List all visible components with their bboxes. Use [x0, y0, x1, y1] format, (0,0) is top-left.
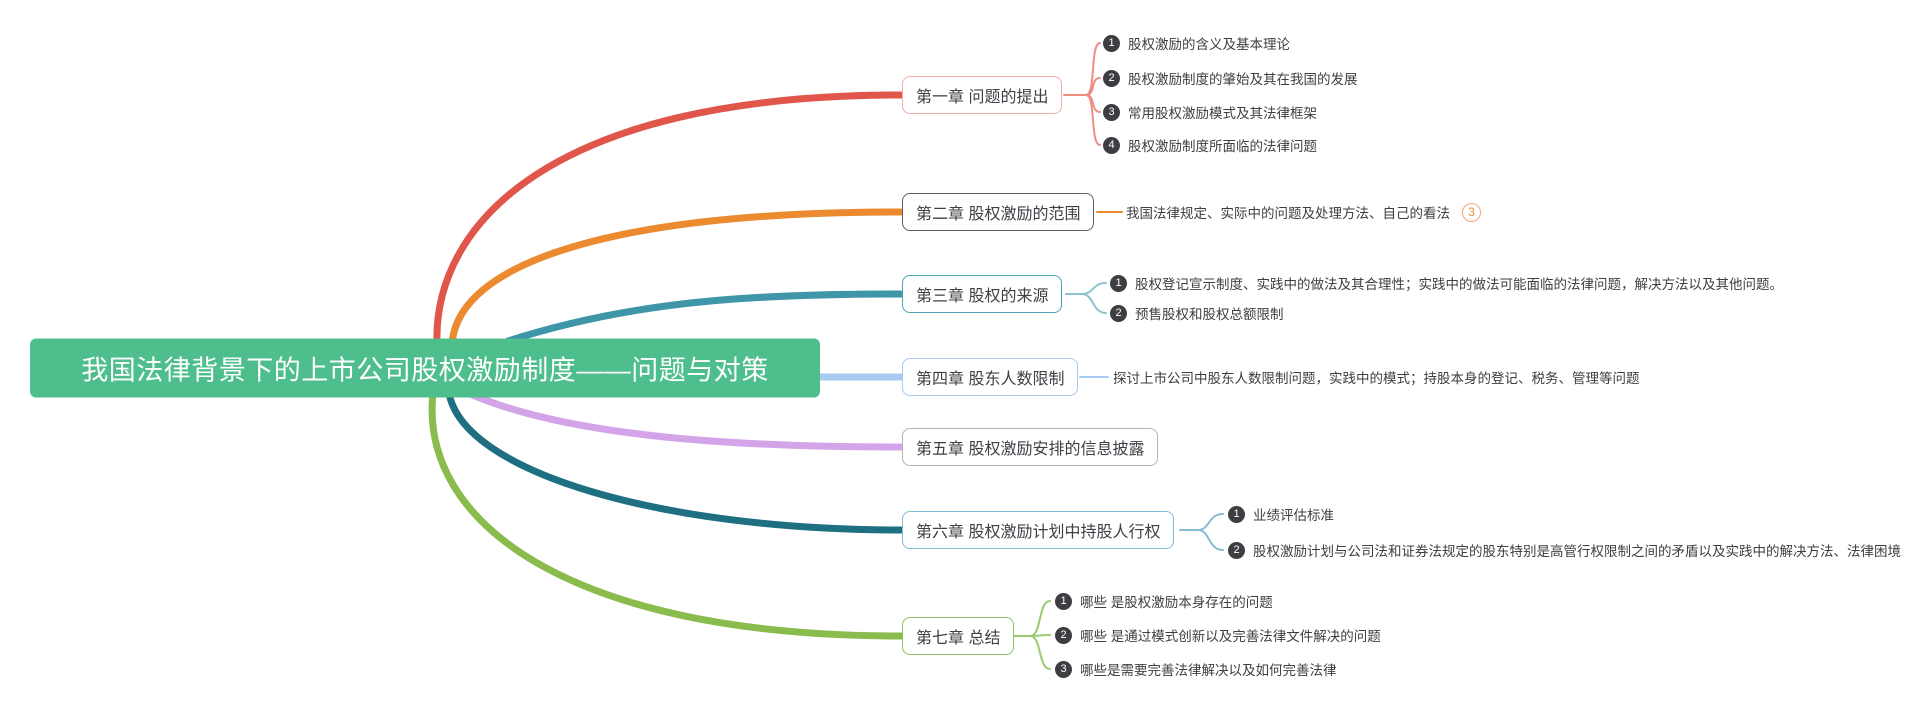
subtopic-text: 哪些是需要完善法律解决以及如何完善法律 — [1080, 663, 1337, 678]
subtopic-text: 股权登记宣示制度、实践中的做法及其合理性；实践中的做法可能面临的法律问题，解决方… — [1135, 277, 1783, 292]
subtopic-ch1-item1[interactable]: 1 股权激励的含义及基本理论 — [1103, 33, 1290, 53]
subtopic-ch6-item1[interactable]: 1 业绩评估标准 — [1228, 504, 1334, 524]
branch-line-chapter5 — [464, 389, 905, 451]
number-badge: 3 — [1055, 660, 1072, 678]
number-badge: 2 — [1228, 541, 1245, 559]
subtopic-ch7-item1[interactable]: 1 哪些 是股权激励本身存在的问题 — [1055, 591, 1273, 611]
chapter-node-2[interactable]: 第二章 股权激励的范围 — [902, 193, 1095, 231]
branch-line-chapter1 — [433, 91, 905, 348]
chapter-node-3[interactable]: 第三章 股权的来源 — [902, 275, 1063, 313]
branch-line-chapter6 — [445, 389, 905, 534]
subtopic-text: 常用股权激励模式及其法律框架 — [1128, 106, 1317, 121]
chapter-node-1[interactable]: 第一章 问题的提出 — [902, 76, 1063, 114]
subtopic-ch1-item2[interactable]: 2 股权激励制度的肇始及其在我国的发展 — [1103, 68, 1358, 88]
branch-line-chapter7 — [428, 389, 905, 640]
chapter-6-label: 第六章 股权激励计划中持股人行权 — [916, 524, 1161, 541]
subtopic-text: 股权激励的含义及基本理论 — [1128, 37, 1290, 52]
central-topic[interactable]: 我国法律背景下的上市公司股权激励制度——问题与对策 — [30, 338, 820, 398]
subtopic-ch4-item1[interactable]: 探讨上市公司中股东人数限制问题，实践中的模式；持股本身的登记、税务、管理等问题 — [1113, 367, 1640, 387]
number-badge: 2 — [1103, 69, 1120, 87]
chapter-4-label: 第四章 股东人数限制 — [916, 371, 1065, 388]
subconnector-chapter6 — [1179, 513, 1224, 551]
chapter-node-6[interactable]: 第六章 股权激励计划中持股人行权 — [902, 511, 1175, 549]
chapter-node-7[interactable]: 第七章 总结 — [902, 617, 1015, 655]
number-badge: 2 — [1110, 304, 1127, 322]
subtopic-ch3-item2[interactable]: 2 预售股权和股权总额限制 — [1110, 303, 1284, 323]
subtopic-ch2-item1[interactable]: 我国法律规定、实际中的问题及处理方法、自己的看法 3 — [1126, 202, 1481, 222]
subtopic-text: 股权激励计划与公司法和证券法规定的股东特别是高管行权限制之间的矛盾以及实践中的解… — [1253, 544, 1901, 559]
chapter-node-5[interactable]: 第五章 股权激励安排的信息披露 — [902, 428, 1159, 466]
subtopic-text: 哪些 是通过模式创新以及完善法律文件解决的问题 — [1080, 629, 1381, 644]
subtopic-text: 业绩评估标准 — [1253, 508, 1334, 523]
subtopic-text: 探讨上市公司中股东人数限制问题，实践中的模式；持股本身的登记、税务、管理等问题 — [1113, 371, 1640, 386]
chapter-1-label: 第一章 问题的提出 — [916, 89, 1049, 106]
subconnector-chapter7 — [1011, 600, 1051, 670]
number-badge: 3 — [1103, 103, 1120, 121]
number-badge: 1 — [1103, 34, 1120, 52]
central-topic-label: 我国法律背景下的上市公司股权激励制度——问题与对策 — [81, 355, 769, 386]
chapter-7-label: 第七章 总结 — [916, 630, 1001, 647]
count-badge: 3 — [1462, 202, 1481, 222]
number-badge: 1 — [1055, 592, 1072, 610]
chapter-node-4[interactable]: 第四章 股东人数限制 — [902, 358, 1079, 396]
subtopic-text: 预售股权和股权总额限制 — [1135, 307, 1284, 322]
subtopic-text: 哪些 是股权激励本身存在的问题 — [1080, 595, 1273, 610]
branch-line-chapter3 — [504, 290, 905, 345]
subtopic-ch7-item3[interactable]: 3 哪些是需要完善法律解决以及如何完善法律 — [1055, 659, 1337, 679]
number-badge: 1 — [1228, 505, 1245, 523]
subconnector-chapter3 — [1065, 282, 1107, 314]
subtopic-ch1-item3[interactable]: 3 常用股权激励模式及其法律框架 — [1103, 102, 1317, 122]
chapter-3-label: 第三章 股权的来源 — [916, 288, 1049, 305]
chapter-5-label: 第五章 股权激励安排的信息披露 — [916, 441, 1145, 458]
subtopic-ch3-item1[interactable]: 1 股权登记宣示制度、实践中的做法及其合理性；实践中的做法可能面临的法律问题，解… — [1110, 273, 1783, 293]
chapter-2-label: 第二章 股权激励的范围 — [916, 206, 1081, 223]
subtopic-ch6-item2[interactable]: 2 股权激励计划与公司法和证券法规定的股东特别是高管行权限制之间的矛盾以及实践中… — [1228, 540, 1901, 560]
number-badge: 4 — [1103, 136, 1120, 154]
subtopic-text: 股权激励制度的肇始及其在我国的发展 — [1128, 72, 1358, 87]
subtopic-ch1-item4[interactable]: 4 股权激励制度所面临的法律问题 — [1103, 135, 1317, 155]
subtopic-text: 我国法律规定、实际中的问题及处理方法、自己的看法 — [1126, 206, 1450, 221]
subtopic-ch7-item2[interactable]: 2 哪些 是通过模式创新以及完善法律文件解决的问题 — [1055, 625, 1381, 645]
subconnector-chapter1 — [1063, 42, 1101, 146]
subtopic-text: 股权激励制度所面临的法律问题 — [1128, 139, 1317, 154]
number-badge: 2 — [1055, 626, 1072, 644]
number-badge: 1 — [1110, 274, 1127, 292]
branch-line-chapter2 — [448, 208, 905, 348]
